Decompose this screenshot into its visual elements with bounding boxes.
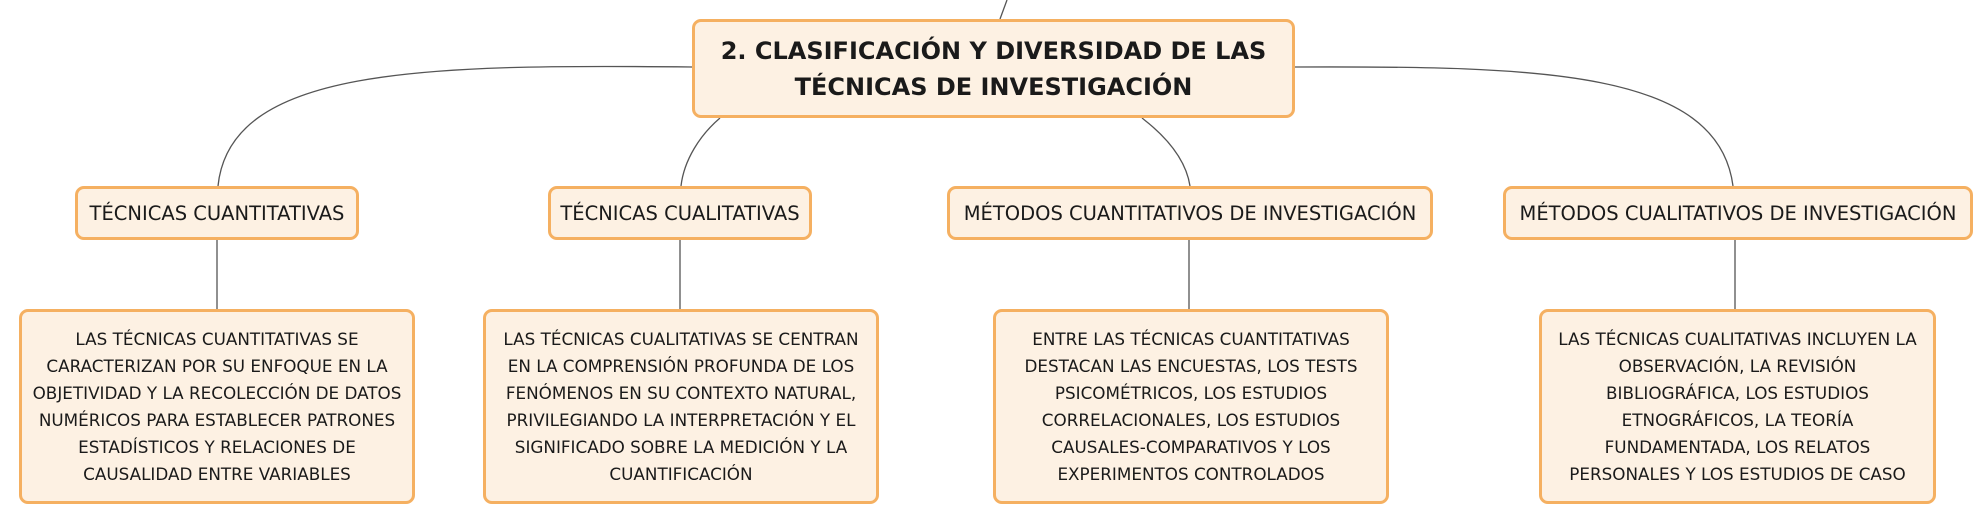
connector-root-t3 <box>1141 117 1191 187</box>
detail-node-metodos-cuantitativos[interactable]: ENTRE LAS TÉCNICAS CUANTITATIVAS DESTACA… <box>993 309 1389 504</box>
topic-node-tecnicas-cuantitativas[interactable]: TÉCNICAS CUANTITATIVAS <box>75 186 359 240</box>
topic-node-tecnicas-cualitativas[interactable]: TÉCNICAS CUALITATIVAS <box>548 186 812 240</box>
connector-root-t1 <box>217 65 693 187</box>
detail-text: LAS TÉCNICAS CUALITATIVAS SE CENTRAN EN … <box>503 328 859 484</box>
topic-node-metodos-cuantitativos[interactable]: MÉTODOS CUANTITATIVOS DE INVESTIGACIÓN <box>947 186 1433 240</box>
root-node[interactable]: 2. CLASIFICACIÓN Y DIVERSIDAD DE LAS TÉC… <box>692 19 1295 118</box>
detail-node-metodos-cualitativos[interactable]: LAS TÉCNICAS CUALITATIVAS INCLUYEN LA OB… <box>1539 309 1936 504</box>
topic-label: TÉCNICAS CUALITATIVAS <box>560 201 800 225</box>
root-title: 2. CLASIFICACIÓN Y DIVERSIDAD DE LAS TÉC… <box>720 36 1267 101</box>
detail-node-tecnicas-cuantitativas[interactable]: LAS TÉCNICAS CUANTITATIVAS SE CARACTERIZ… <box>19 309 415 504</box>
detail-text: LAS TÉCNICAS CUALITATIVAS INCLUYEN LA OB… <box>1558 328 1917 484</box>
detail-text: LAS TÉCNICAS CUANTITATIVAS SE CARACTERIZ… <box>32 328 402 484</box>
connector-root-t2 <box>680 117 721 187</box>
topic-label: TÉCNICAS CUANTITATIVAS <box>89 201 345 225</box>
detail-node-tecnicas-cualitativas[interactable]: LAS TÉCNICAS CUALITATIVAS SE CENTRAN EN … <box>483 309 879 504</box>
topic-label: MÉTODOS CUANTITATIVOS DE INVESTIGACIÓN <box>963 201 1417 225</box>
topic-node-metodos-cualitativos[interactable]: MÉTODOS CUALITATIVOS DE INVESTIGACIÓN <box>1503 186 1973 240</box>
detail-text: ENTRE LAS TÉCNICAS CUANTITATIVAS DESTACA… <box>1024 328 1358 484</box>
connector-root-t4 <box>1294 66 1734 187</box>
topic-label: MÉTODOS CUALITATIVOS DE INVESTIGACIÓN <box>1519 201 1957 225</box>
connector-parent <box>999 0 1008 20</box>
